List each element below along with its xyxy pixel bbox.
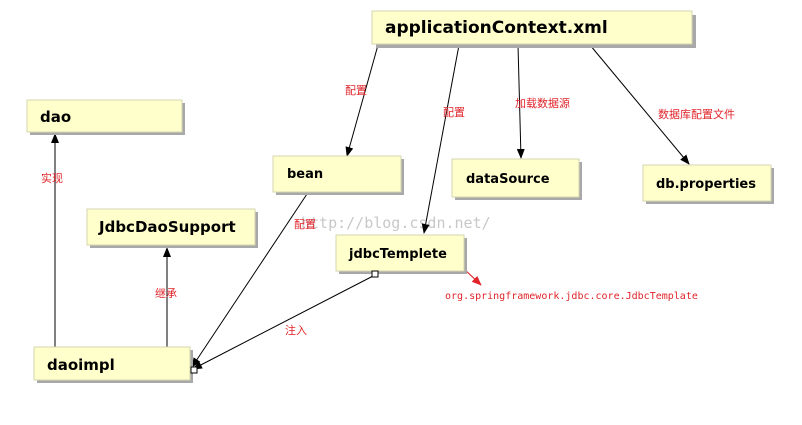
node-jdbc-templete[interactable]: jdbcTemplete bbox=[335, 234, 467, 274]
node-jdbc-dao-support[interactable]: JdbcDaoSupport bbox=[86, 208, 258, 248]
node-datasource[interactable]: dataSource bbox=[451, 158, 582, 200]
label-config-bean: 配置 bbox=[345, 84, 367, 97]
label-db-config-file: 数据库配置文件 bbox=[658, 107, 735, 121]
node-application-context[interactable]: applicationContext.xml bbox=[371, 10, 696, 48]
label-implements: 实现 bbox=[41, 171, 63, 185]
watermark-text: http://blog.csdn.net/ bbox=[301, 214, 491, 232]
jdbc-template-class-label: org.springframework.jdbc.core.JdbcTempla… bbox=[445, 291, 698, 302]
edge-context-to-datasource bbox=[516, 44, 525, 159]
connector-handle-daoimpl[interactable] bbox=[190, 366, 198, 374]
node-dao-label: dao bbox=[40, 108, 71, 126]
node-db-properties[interactable]: db.properties bbox=[642, 164, 774, 204]
edge-context-to-bean bbox=[345, 44, 379, 157]
node-datasource-label: dataSource bbox=[466, 172, 550, 187]
label-config-daoimpl: 配置 bbox=[294, 218, 316, 231]
edge-bean-to-daoimpl bbox=[191, 193, 308, 368]
node-jdbc-templete-label: jdbcTemplete bbox=[348, 247, 447, 262]
node-application-context-label: applicationContext.xml bbox=[385, 18, 608, 38]
label-inject: 注入 bbox=[285, 323, 307, 337]
label-extends: 继承 bbox=[155, 287, 177, 300]
node-daoimpl-label: daoimpl bbox=[47, 356, 115, 374]
node-dao[interactable]: dao bbox=[26, 99, 185, 135]
node-daoimpl[interactable]: daoimpl bbox=[33, 346, 193, 383]
node-bean[interactable]: bean bbox=[272, 155, 404, 195]
label-load-datasource: 加载数据源 bbox=[515, 96, 570, 110]
edge-templete-inject-daoimpl bbox=[192, 274, 376, 370]
connector-handle-templete[interactable] bbox=[371, 270, 379, 278]
edge-context-to-dbproperties bbox=[589, 44, 690, 165]
node-db-properties-label: db.properties bbox=[656, 177, 756, 192]
edge-context-to-jdbctemplete bbox=[421, 44, 460, 234]
node-bean-label: bean bbox=[287, 167, 323, 182]
node-jdbc-dao-support-label: JdbcDaoSupport bbox=[98, 218, 236, 236]
label-config-templete: 配置 bbox=[443, 106, 465, 119]
